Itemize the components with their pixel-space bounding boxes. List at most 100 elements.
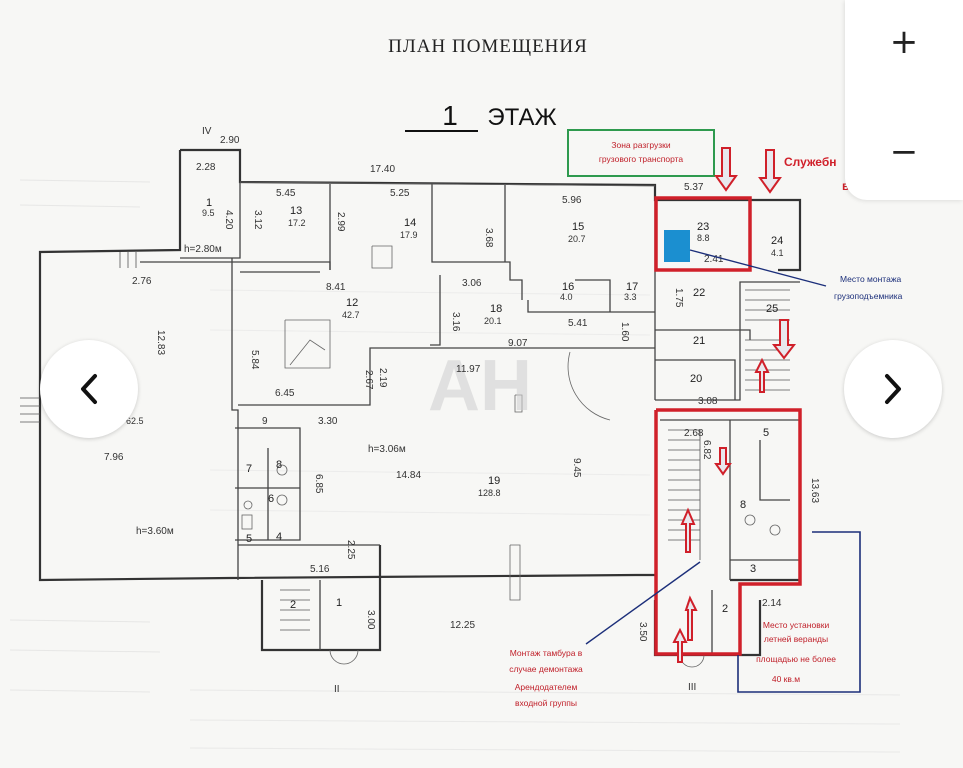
dim: 3.50 xyxy=(637,622,648,642)
veranda-label: Место установки xyxy=(763,620,830,630)
room-area: 42.7 xyxy=(342,310,360,320)
watermark: АН xyxy=(428,346,532,426)
room-area: 4.1 xyxy=(771,248,784,258)
room-number: 5 xyxy=(246,533,252,545)
axis-markers: IV II III xyxy=(202,126,696,695)
room-area: 17.2 xyxy=(288,218,306,228)
dim: 5.37 xyxy=(684,182,704,193)
room-number: 21 xyxy=(693,335,705,347)
tambour-label: случае демонтажа xyxy=(509,664,583,674)
dim: 2.28 xyxy=(196,162,216,173)
unload-zone-label: Зона разгрузки xyxy=(611,140,670,150)
red-arrows xyxy=(672,147,797,663)
dim: 2.90 xyxy=(220,135,240,146)
dim: 3.16 xyxy=(450,312,461,332)
floor-number: 1 xyxy=(442,100,458,131)
room-number: 23 xyxy=(697,221,709,233)
dim: 4.20 xyxy=(223,210,234,230)
minus-icon: − xyxy=(889,132,919,172)
veranda-label: 40 кв.м xyxy=(772,674,800,684)
dim: 6.85 xyxy=(313,474,324,494)
dim: 3.08 xyxy=(698,396,718,407)
dim: 2.68 xyxy=(684,428,704,439)
dim: 8.41 xyxy=(326,282,346,293)
room-number: 3 xyxy=(750,563,756,575)
unload-zone-label: грузового транспорта xyxy=(599,154,684,164)
dim: 5.96 xyxy=(562,195,582,206)
dimensions: 2.90 2.28 17.40 5.45 5.25 5.96 5.37 2.76… xyxy=(104,135,820,642)
dim: 2.76 xyxy=(132,276,152,287)
arrow-down-icon xyxy=(714,147,738,192)
lift-mount-label: Место монтажа xyxy=(840,274,902,284)
dim: 5.84 xyxy=(249,350,260,370)
service-entrance-highlight xyxy=(654,408,802,656)
prev-button[interactable] xyxy=(40,340,138,438)
height-label: h=3.06м xyxy=(368,444,406,455)
room-area: 17.9 xyxy=(400,230,418,240)
next-button[interactable] xyxy=(844,340,942,438)
dim: 9 xyxy=(262,416,268,427)
arrow-up-icon xyxy=(680,507,696,553)
room-number: 4 xyxy=(276,531,282,543)
dim: 2.67 xyxy=(363,370,374,390)
room-number: 7 xyxy=(246,463,252,475)
lift-room-highlight xyxy=(654,196,752,272)
room-area: 8.8 xyxy=(697,233,710,243)
service-entrance-label: Служебн xyxy=(784,155,836,169)
arrow-down-icon xyxy=(771,319,797,360)
room-number: 14 xyxy=(404,217,416,229)
floor-label: ЭТАЖ xyxy=(487,104,556,131)
room-area: 3.3 xyxy=(624,292,637,302)
room-area: 20.1 xyxy=(484,316,502,326)
dim: 14.84 xyxy=(396,470,421,481)
axis-label: IV xyxy=(202,126,212,137)
zoom-controls: + − xyxy=(845,0,963,200)
dim: 6.82 xyxy=(701,440,712,460)
dim: 2.14 xyxy=(762,598,782,609)
chevron-right-icon xyxy=(885,374,901,404)
dim: 3.00 xyxy=(365,610,376,630)
room-number: 19 xyxy=(488,475,500,487)
tambour-label: Арендодателем xyxy=(515,682,578,692)
dim: 9.45 xyxy=(571,458,582,478)
zoom-out-button[interactable]: − xyxy=(845,112,963,192)
plus-icon: + xyxy=(889,22,919,62)
room-area: 4.0 xyxy=(560,292,573,302)
room-number: 17 xyxy=(626,281,638,293)
room-number: 1 xyxy=(206,197,212,209)
lift-mount-label: грузоподъемника xyxy=(834,291,903,301)
arrow-down-icon xyxy=(758,149,782,194)
room-number: 1 xyxy=(336,597,342,609)
tambour-label: Монтаж тамбура в xyxy=(510,648,583,658)
room-number: 25 xyxy=(766,303,778,315)
room-number: 20 xyxy=(690,373,702,385)
height-label: h=2.80м xyxy=(184,244,222,255)
dim: 11.97 xyxy=(456,364,481,375)
room-number: 18 xyxy=(490,303,502,315)
axis-label: II xyxy=(334,684,340,695)
tambour-label: входной группы xyxy=(515,698,577,708)
arrow-down-icon xyxy=(714,447,732,476)
dim: 5.16 xyxy=(310,564,330,575)
veranda-zone xyxy=(737,531,861,693)
room-number: 13 xyxy=(290,205,302,217)
dim: 13.63 xyxy=(809,478,820,503)
dim: 2.99 xyxy=(335,212,346,232)
ceiling-heights: h=2.80м h=3.06м h=3.60м xyxy=(136,244,406,537)
room-number: 12 xyxy=(346,297,358,309)
arrow-up-icon xyxy=(684,595,698,641)
zoom-in-button[interactable]: + xyxy=(845,2,963,82)
room-labels: 1 9.5 13 17.2 14 17.9 15 20.7 23 8.8 24 … xyxy=(126,197,784,615)
room-number: 15 xyxy=(572,221,584,233)
room-number: 22 xyxy=(693,287,705,299)
dim: 5.45 xyxy=(276,188,296,199)
unload-zone-box xyxy=(567,129,715,177)
dim: 3.12 xyxy=(252,210,263,230)
dim: 5.25 xyxy=(390,188,410,199)
dim: 6.45 xyxy=(275,388,295,399)
plan-title: ПЛАН ПОМЕЩЕНИЯ xyxy=(388,36,588,57)
dim: 2.41 xyxy=(704,254,724,265)
height-label: h=3.60м xyxy=(136,526,174,537)
